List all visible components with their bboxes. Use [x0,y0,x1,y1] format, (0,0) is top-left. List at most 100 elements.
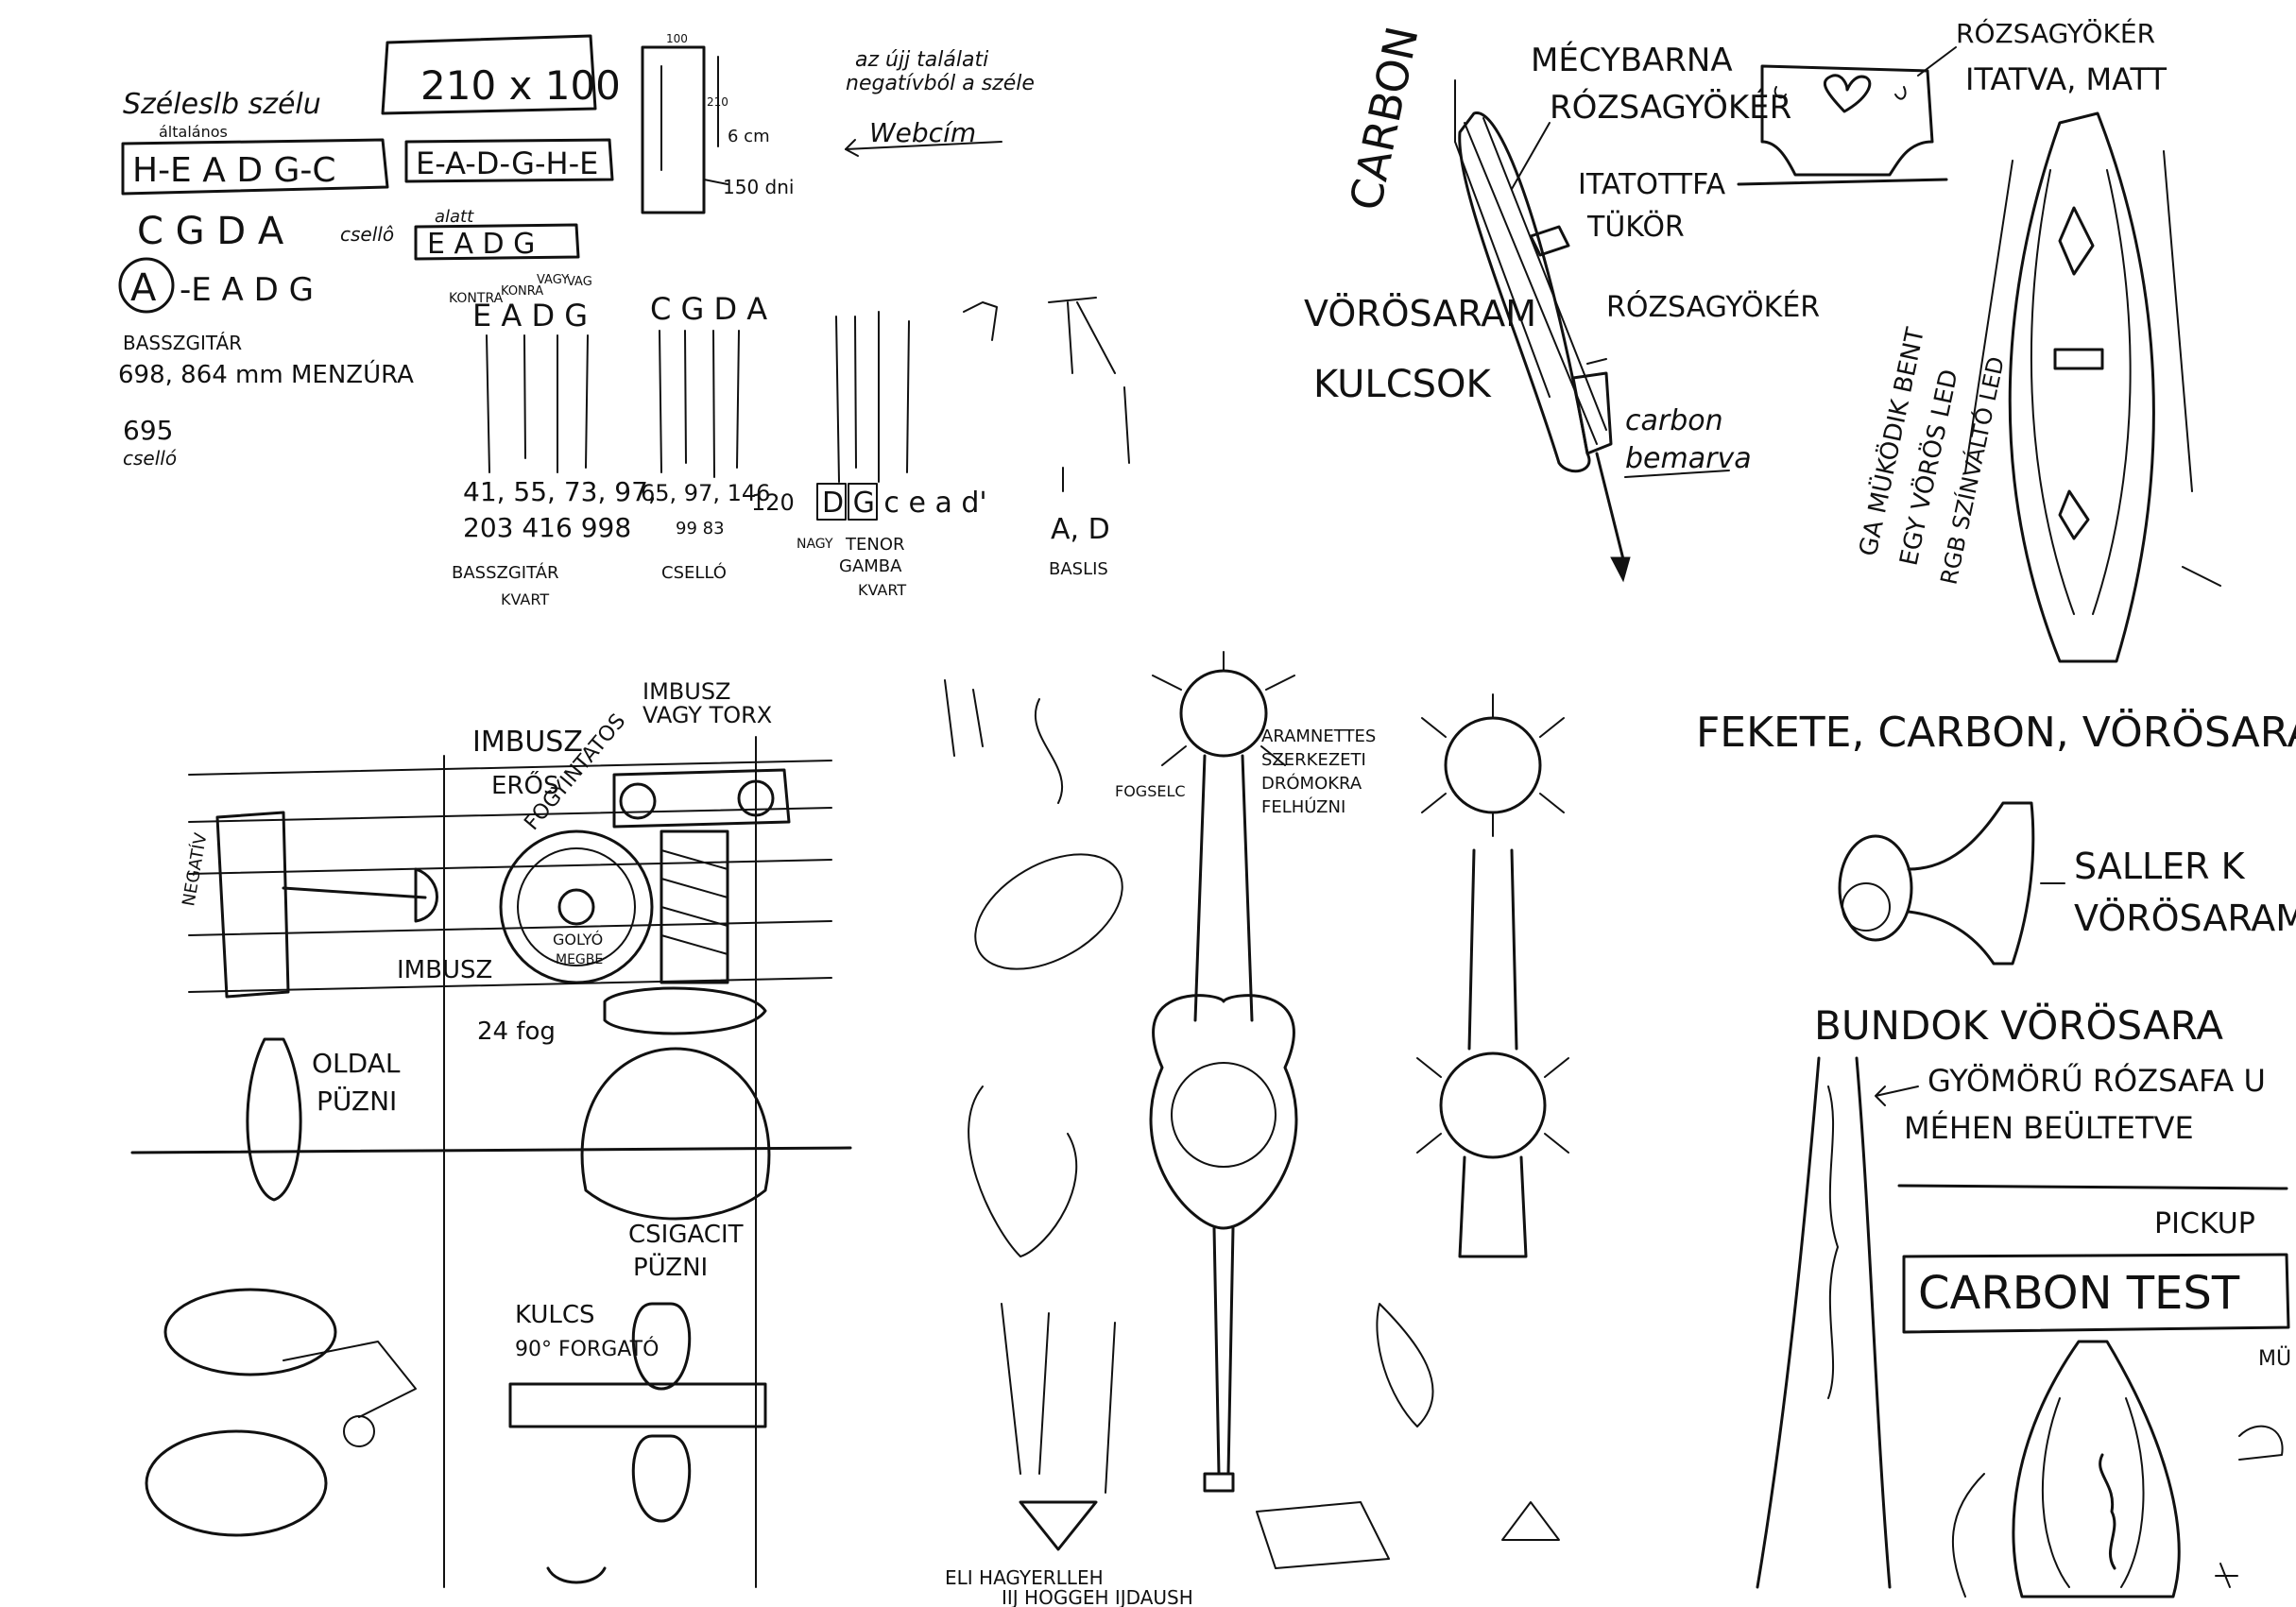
szerkezeti-label: SZERKEZETI [1261,750,1366,770]
knob-bulb [580,1047,771,1221]
csello-label: CSELLÓ [661,562,727,583]
mezybarna-label: MÉCYBARNA [1531,41,1733,79]
footer-text-2: IIJ HOGGEH IJDAUSH [1002,1586,1193,1607]
body-right-base [1458,1155,1528,1258]
webcim-arrow [845,139,859,157]
gyomoru-label: GYÖMÖRŰ RÓZSAFA U [1928,1062,2266,1099]
forgato-label: 90° FORGATÓ [515,1337,659,1361]
neck-spike [1595,452,1627,569]
dimension-box [381,34,597,115]
kvart2-label: KVART [858,581,906,599]
neck-right [1467,848,1518,1051]
bass-695-sub: cselló [123,447,177,470]
kontra-label: KONTRA [449,291,504,306]
dromokra-label: DRÓMOKRA [1261,773,1362,794]
g-box [848,483,878,521]
felhuzni-label: FELHÚZNI [1261,796,1345,817]
bridge-body [1760,64,1934,177]
carbon-test-label: CARBON TEST [1918,1267,2240,1320]
body-bottom-outline [2012,1340,2181,1598]
saller-knob-ring [1842,882,1891,932]
body-outline [2008,111,2155,663]
peg-head-eye-right [737,779,775,817]
heading-sub-note: általános [159,123,228,141]
peg-shaft [282,886,427,899]
body-bottom-fhole [2099,1453,2116,1570]
cello-numbers-1: 65, 97, 146 [641,480,770,506]
tuning-main-box [121,138,389,196]
neck-outline [1458,111,1591,473]
note-line-1: az újj találati [855,48,988,72]
rozsagyoker2-label: RÓZSAGYÖKÉR [1606,289,1820,324]
cgda-letters: C G D A [650,291,767,327]
saller-knob-head [1838,834,1913,942]
body-bridge-bar [2053,348,2104,370]
cello-120: 120 [751,489,795,516]
peg-end [414,867,438,923]
basszgitar-kvart-label: BASSZGITÁR [452,562,559,583]
gamba-strings [835,311,910,483]
tuning-main-label: H-E A D G-C [132,151,336,190]
saller-knob-stem [1907,801,2035,966]
a-circle-mark [118,257,175,314]
puzni2-label: PÜZNI [633,1252,708,1282]
key-shaft [508,1382,767,1428]
body-long-spike [1212,1226,1235,1476]
neck-heel [1571,371,1613,455]
key-bottom-arc [546,1566,607,1584]
dim-150-arrow [703,179,728,185]
fekete-label: FEKETE, CARBON, VÖRÖSARAM [1696,708,2296,757]
body-bottom-inner [2041,1397,2145,1588]
saller-label: SALLER K [2074,846,2246,887]
heading-note: Széleslb szélu [123,88,321,121]
gear-assembly-pin [343,1415,375,1447]
tuning-notes-panel: Széleslb szélu általános H-E A D G-C C G… [118,32,1130,608]
megbe-label: MEGBE [556,952,603,967]
carbon-bemarva-2: bemarva [1625,442,1752,475]
tenor-label: TENOR [845,535,905,555]
kulcs-label: KULCS [515,1301,595,1329]
eros-label: ERŐS [491,770,558,800]
tuning-alt-box [404,138,614,183]
fret-column [1756,1056,1892,1589]
baslis-label: BASLIS [1049,559,1108,579]
fogselc-label: FOGSELC [1115,782,1186,800]
cello-strings [659,330,740,478]
tukor-label: TÜKÖR [1586,210,1685,244]
golyo-label: GOLYÓ [553,931,603,949]
tuning-a-letter: A [130,266,157,310]
peg-head-top [612,768,791,829]
bass-label: BASSZGITÁR [123,332,242,354]
kvart-label: KVART [501,590,549,608]
key-wing-bottom [631,1434,692,1523]
vag-label: VAG [567,275,592,289]
dg-notes: D G c e a d' [822,487,987,520]
worm-thread [660,849,728,955]
body-ornament-bottom [2058,489,2090,540]
vagy-label: VAGY [537,273,569,287]
rozsagyoker3-label: RÓZSAGYÖKÉR [1956,17,2155,49]
body-bottom-sketch-curve [1951,1473,1985,1598]
left-sketch-tip [1019,1500,1098,1551]
mu-label: MÜ [2258,1346,2291,1371]
gyomoru-arrow [1875,1086,1919,1106]
gear-assembly-linkage [283,1341,417,1418]
bridge-base-line [1737,178,1948,186]
headstock-petals [1152,651,1295,766]
dim-top: 100 [666,32,688,45]
wing-nut [603,986,767,1035]
body-sketch-lines [1964,150,2221,587]
tuning-eadg-box [414,223,580,261]
body-ornament-top [2058,206,2095,276]
bass-numbers-1: 41, 55, 73, 97, [463,476,657,507]
gear-inner-ring [517,847,636,966]
bridge-pointer [1917,46,1957,77]
corner-star [2215,1563,2238,1588]
bridge-side-cutouts [1773,86,1907,100]
materials-panel: FEKETE, CARBON, VÖRÖSARAM SALLER K VÖRÖS… [1696,708,2296,1598]
rozsagyoker-label: RÓZSAGYÖKÉR [1550,88,1791,127]
left-sketch-scribbles [944,679,1064,804]
bridge-sketch-small [963,301,998,341]
body-long-rosette [1171,1062,1277,1168]
